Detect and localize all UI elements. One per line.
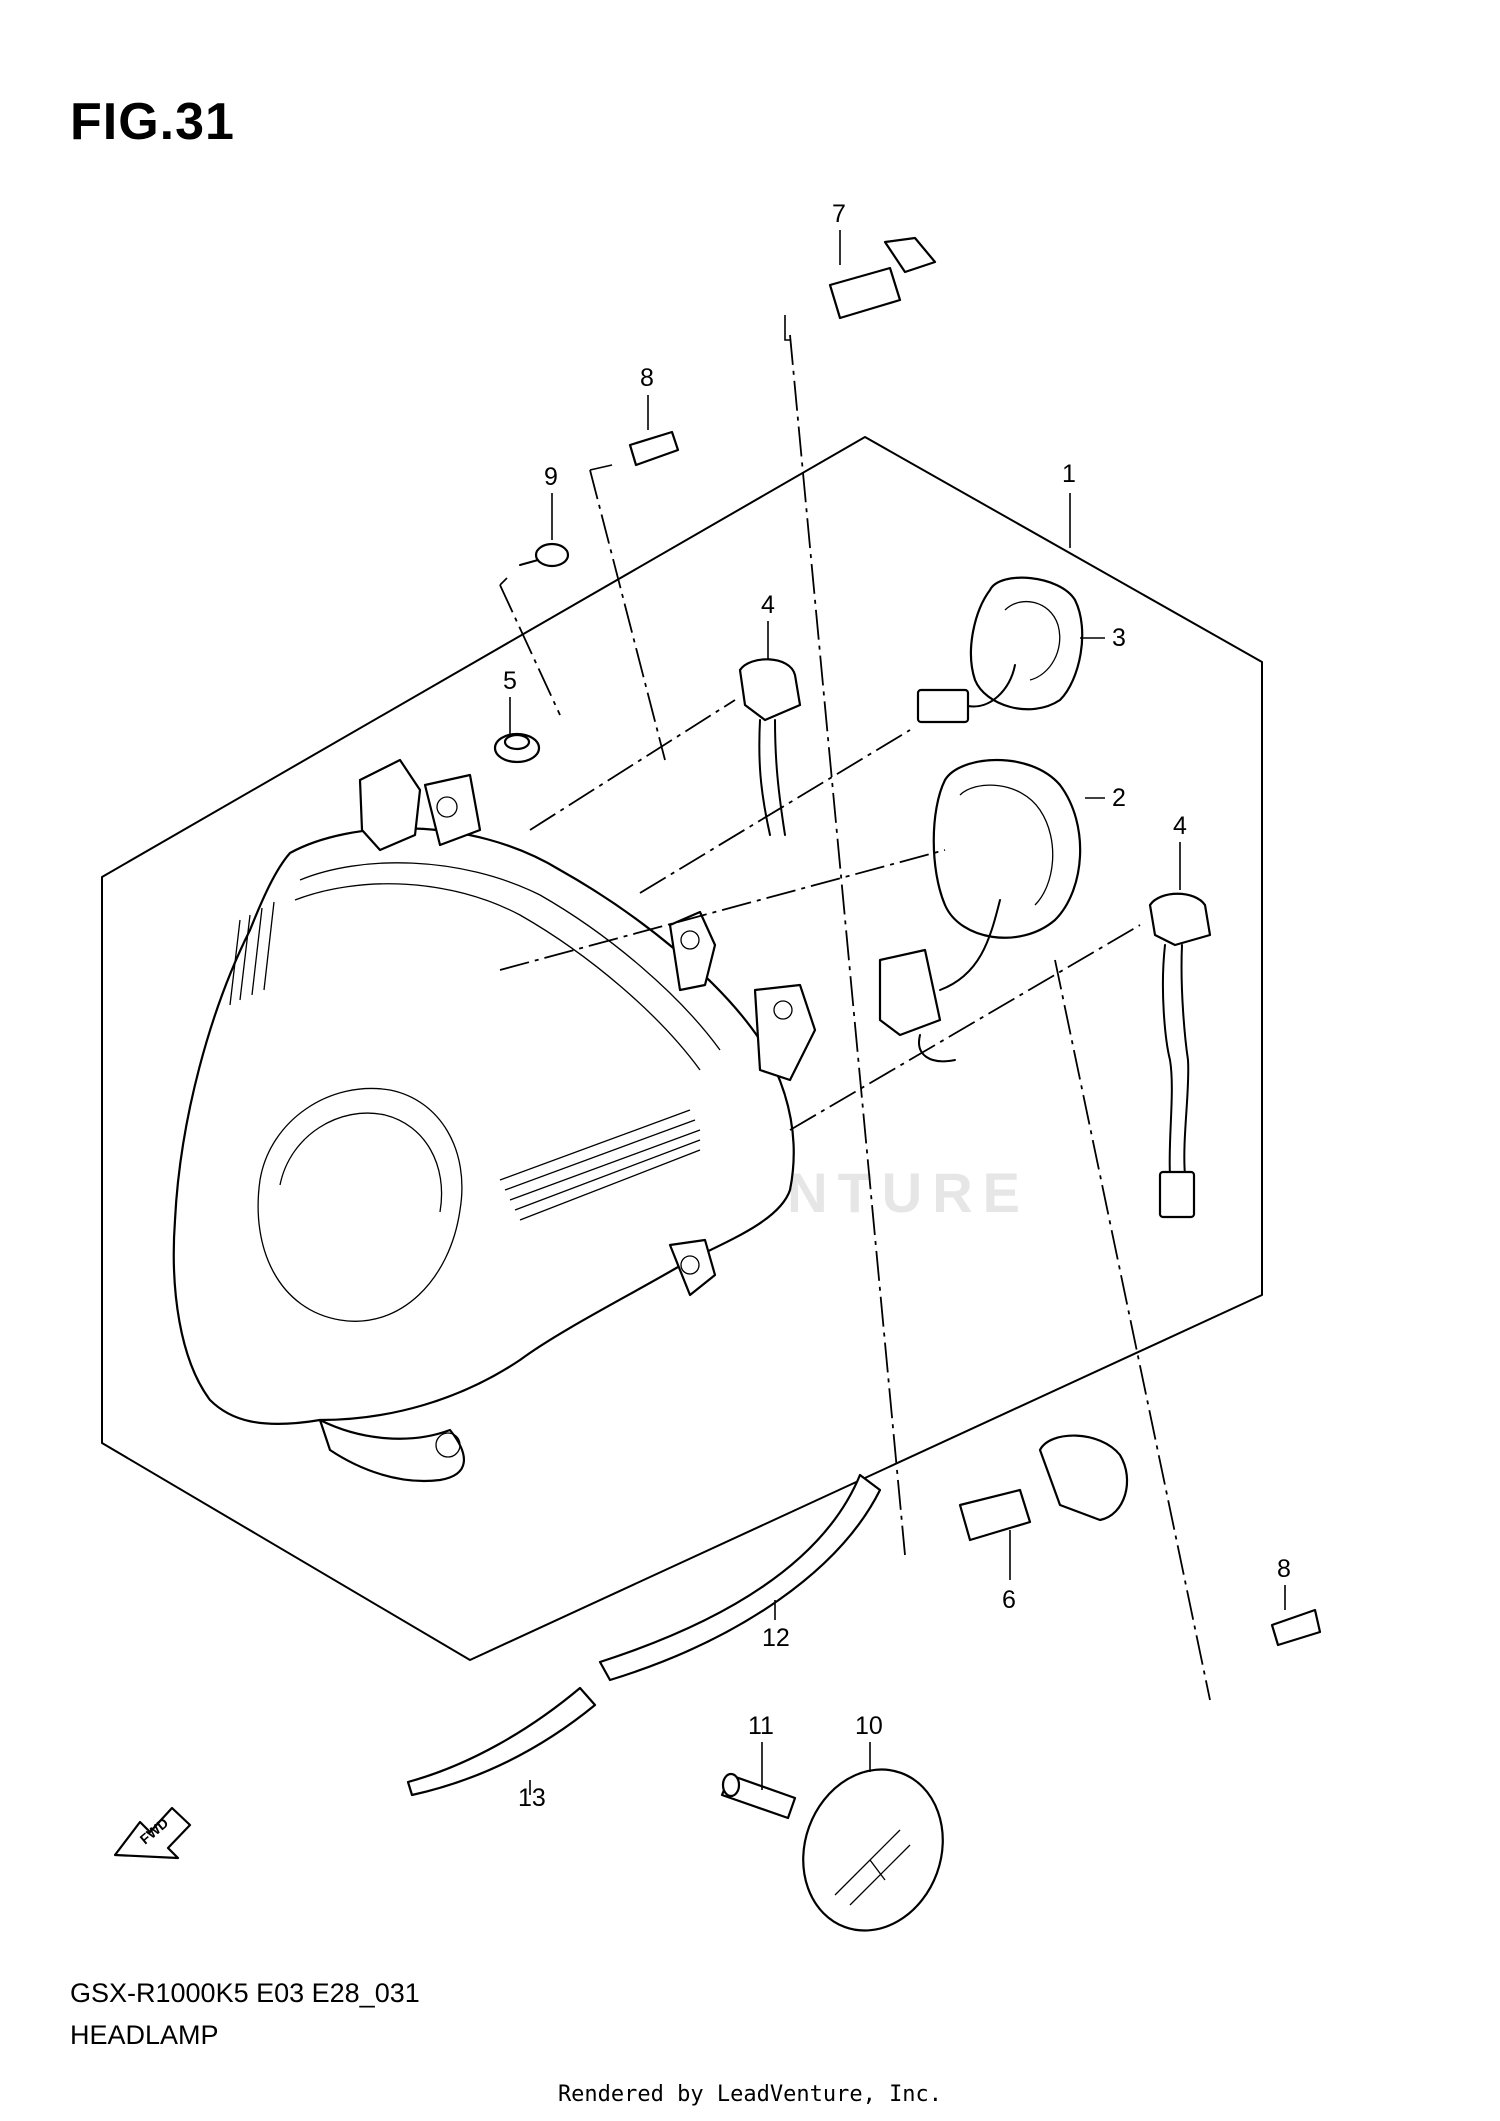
headlamp-housing [172, 758, 817, 1482]
part-10-reflector [802, 1768, 944, 1932]
part-5-grommet [493, 732, 541, 764]
callout-8-bottom: 8 [1277, 1555, 1291, 1583]
figure-title: FIG.31 [70, 93, 235, 151]
callout-12: 12 [762, 1624, 790, 1652]
callout-4-right: 4 [1173, 812, 1187, 840]
part-6-bulb [958, 1434, 1129, 1542]
leader-lines [499, 230, 1286, 1795]
callout-2: 2 [1112, 784, 1126, 812]
callout-1: 1 [1062, 460, 1076, 488]
part-2-cover [878, 759, 1082, 1063]
part-4-socket-right [1148, 892, 1212, 1219]
callout-4-left: 4 [761, 591, 775, 619]
callout-13: 13 [518, 1784, 546, 1812]
part-8-bulb-top [628, 430, 680, 467]
part-4-socket-left [738, 658, 802, 836]
diagram-caption: HEADLAMP [70, 2020, 219, 2050]
callout-10: 10 [855, 1712, 883, 1740]
part-9-screw [519, 542, 570, 568]
part-13-trim [406, 1686, 597, 1797]
callout-3: 3 [1112, 624, 1126, 652]
part-12-trim [598, 1473, 882, 1682]
part-7-bulb [828, 236, 937, 320]
assembly-outline [101, 436, 1263, 1661]
part-11-bolt [720, 1772, 797, 1820]
callout-5: 5 [503, 667, 517, 695]
callout-8-top: 8 [640, 364, 654, 392]
model-code: GSX-R1000K5 E03 E28_031 [70, 1978, 420, 2008]
callout-6: 6 [1002, 1586, 1016, 1614]
footer-credit: Rendered by LeadVenture, Inc. [557, 2082, 943, 2107]
fwd-arrow-icon: FWD [113, 1806, 192, 1860]
callout-7: 7 [832, 200, 846, 228]
axis-lines [499, 334, 1211, 1701]
part-8-bulb-bottom [1270, 1608, 1322, 1647]
callout-11: 11 [748, 1712, 774, 1740]
part-3-socket [916, 576, 1084, 724]
callout-9: 9 [544, 463, 558, 491]
